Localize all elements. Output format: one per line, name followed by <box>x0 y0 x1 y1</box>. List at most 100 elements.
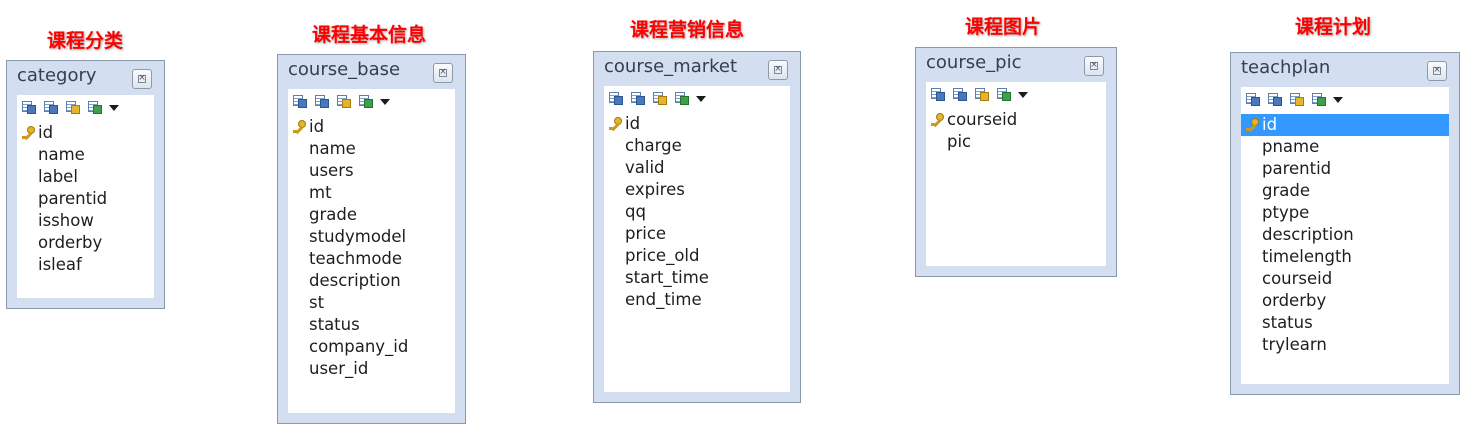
field-row[interactable]: charge <box>604 135 790 157</box>
minimize-button[interactable] <box>1427 61 1447 81</box>
table-copy-icon[interactable] <box>630 91 645 106</box>
table-panel-course-base[interactable]: course_baseidnameusersmtgradestudymodelt… <box>277 54 466 424</box>
field-row[interactable]: description <box>1241 224 1449 246</box>
table-view-icon[interactable] <box>292 94 307 109</box>
field-row[interactable]: courseid <box>926 109 1106 131</box>
field-name: parentid <box>38 189 108 208</box>
field-name: qq <box>625 202 646 221</box>
table-add-icon[interactable] <box>674 91 689 106</box>
field-name: name <box>309 139 356 158</box>
field-row[interactable]: teachmode <box>288 248 455 270</box>
field-row[interactable]: id <box>288 116 455 138</box>
field-name: id <box>1262 115 1278 134</box>
field-row[interactable]: id <box>1241 114 1449 136</box>
minimize-button[interactable] <box>132 69 152 89</box>
field-row[interactable]: users <box>288 160 455 182</box>
table-key-icon[interactable] <box>974 87 989 102</box>
field-row[interactable]: valid <box>604 157 790 179</box>
field-row[interactable]: label <box>17 166 154 188</box>
dropdown-arrow-icon[interactable] <box>1333 97 1343 103</box>
field-row[interactable]: orderby <box>1241 290 1449 312</box>
table-view-icon[interactable] <box>608 91 623 106</box>
table-add-icon[interactable] <box>87 100 102 115</box>
field-row[interactable]: description <box>288 270 455 292</box>
field-row[interactable]: orderby <box>17 232 154 254</box>
field-name: status <box>309 315 360 334</box>
field-row[interactable]: courseid <box>1241 268 1449 290</box>
minimize-button[interactable] <box>433 63 453 83</box>
field-row[interactable]: user_id <box>288 358 455 380</box>
field-row[interactable]: qq <box>604 201 790 223</box>
table-add-icon[interactable] <box>1311 92 1326 107</box>
field-row[interactable]: grade <box>288 204 455 226</box>
field-row[interactable]: price_old <box>604 245 790 267</box>
table-key-icon[interactable] <box>336 94 351 109</box>
table-toolbar <box>21 100 119 116</box>
table-key-icon[interactable] <box>1289 92 1304 107</box>
table-panel-teachplan[interactable]: teachplanidpnameparentidgradeptypedescri… <box>1230 52 1460 395</box>
field-row[interactable]: id <box>604 113 790 135</box>
field-row[interactable]: status <box>288 314 455 336</box>
field-row[interactable]: end_time <box>604 289 790 311</box>
dropdown-arrow-icon[interactable] <box>380 99 390 105</box>
field-name: description <box>309 271 401 290</box>
field-name: charge <box>625 136 682 155</box>
field-row[interactable]: st <box>288 292 455 314</box>
field-name: id <box>625 114 641 133</box>
field-row[interactable]: isshow <box>17 210 154 232</box>
table-copy-icon[interactable] <box>314 94 329 109</box>
minimize-button[interactable] <box>768 60 788 80</box>
field-row[interactable]: price <box>604 223 790 245</box>
field-name: users <box>309 161 354 180</box>
table-copy-icon[interactable] <box>1267 92 1282 107</box>
field-row[interactable]: studymodel <box>288 226 455 248</box>
field-name: ptype <box>1262 203 1310 222</box>
field-row[interactable]: timelength <box>1241 246 1449 268</box>
field-row[interactable]: ptype <box>1241 202 1449 224</box>
field-row[interactable]: status <box>1241 312 1449 334</box>
table-view-icon[interactable] <box>21 100 36 115</box>
table-copy-icon[interactable] <box>43 100 58 115</box>
table-key-icon[interactable] <box>652 91 667 106</box>
field-name: valid <box>625 158 665 177</box>
table-add-icon[interactable] <box>996 87 1011 102</box>
primary-key-icon <box>609 117 622 132</box>
table-caption: 课程计划 <box>1295 16 1372 38</box>
field-name: company_id <box>309 337 409 356</box>
field-name: pic <box>947 132 972 151</box>
field-row[interactable]: grade <box>1241 180 1449 202</box>
field-row[interactable]: name <box>288 138 455 160</box>
field-row[interactable]: name <box>17 144 154 166</box>
field-row[interactable]: company_id <box>288 336 455 358</box>
field-row[interactable]: isleaf <box>17 254 154 276</box>
table-copy-icon[interactable] <box>952 87 967 102</box>
field-row[interactable]: start_time <box>604 267 790 289</box>
dropdown-arrow-icon[interactable] <box>109 105 119 111</box>
field-row[interactable]: pname <box>1241 136 1449 158</box>
field-row[interactable]: mt <box>288 182 455 204</box>
table-key-icon[interactable] <box>65 100 80 115</box>
primary-key-icon <box>293 120 306 135</box>
field-row[interactable]: expires <box>604 179 790 201</box>
dropdown-arrow-icon[interactable] <box>696 96 706 102</box>
table-add-icon[interactable] <box>358 94 373 109</box>
field-name: price_old <box>625 246 700 265</box>
minimize-button[interactable] <box>1084 56 1104 76</box>
field-row[interactable]: parentid <box>17 188 154 210</box>
table-panel-course-market[interactable]: course_marketidchargevalidexpiresqqprice… <box>593 51 801 403</box>
field-row[interactable]: id <box>17 122 154 144</box>
dropdown-arrow-icon[interactable] <box>1018 92 1028 98</box>
field-row[interactable]: parentid <box>1241 158 1449 180</box>
table-view-icon[interactable] <box>930 87 945 102</box>
field-row[interactable]: trylearn <box>1241 334 1449 356</box>
table-panel-course-pic[interactable]: course_piccourseidpic <box>915 47 1117 277</box>
table-toolbar <box>292 94 390 110</box>
table-panel-category[interactable]: categoryidnamelabelparentidisshoworderby… <box>6 60 165 309</box>
field-name: start_time <box>625 268 709 287</box>
table-view-icon[interactable] <box>1245 92 1260 107</box>
field-name: timelength <box>1262 247 1352 266</box>
field-row[interactable]: pic <box>926 131 1106 153</box>
